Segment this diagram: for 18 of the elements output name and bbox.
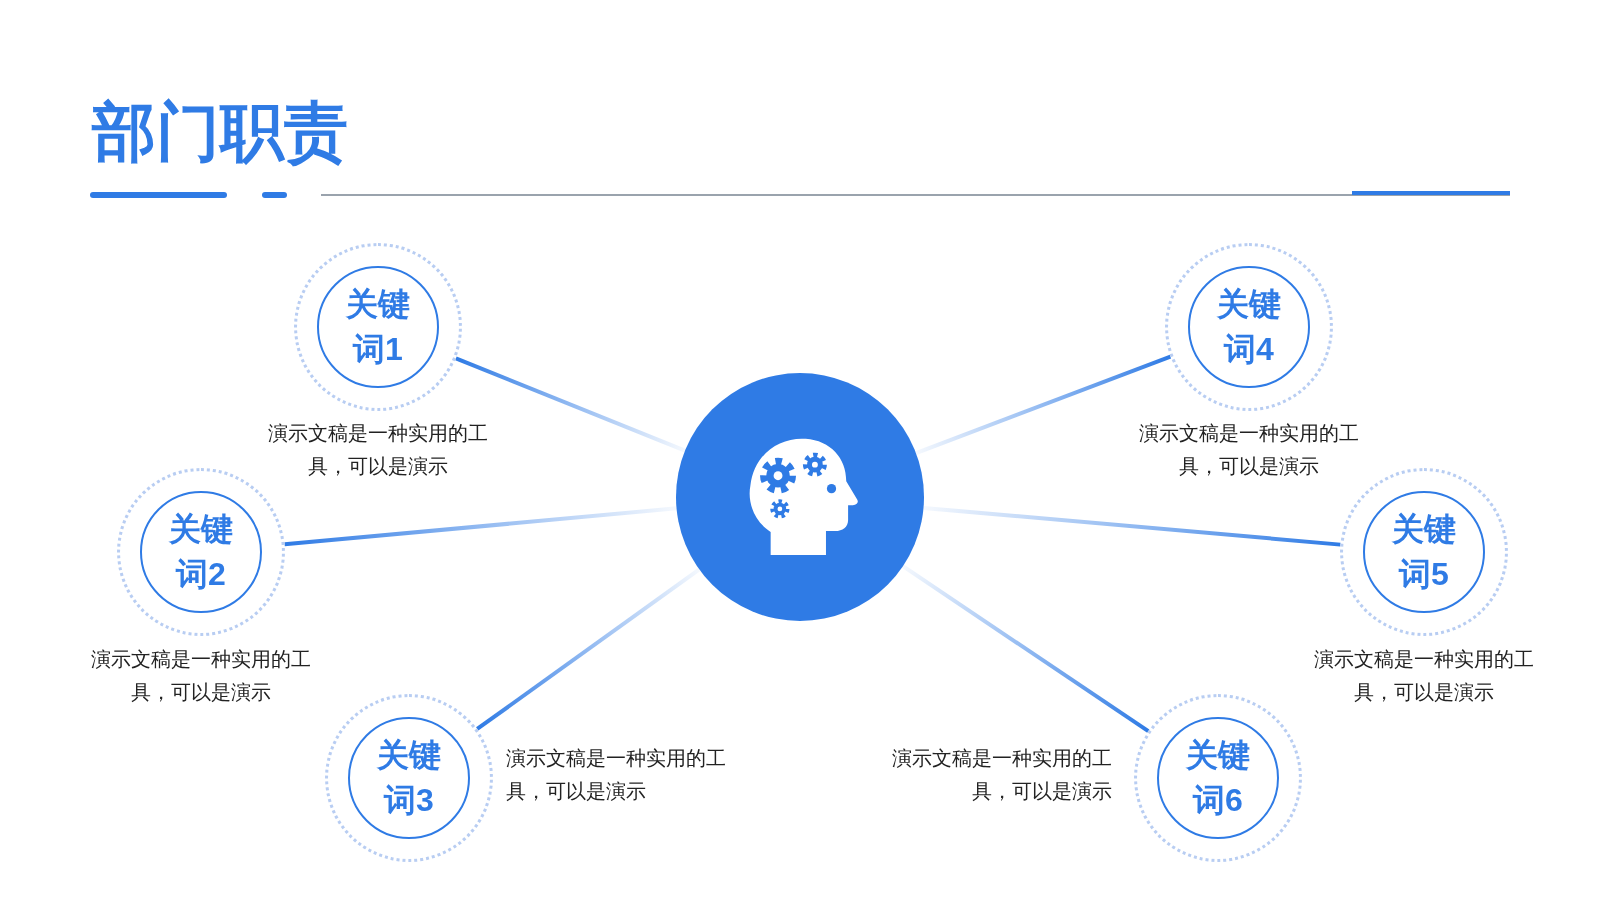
connector-line xyxy=(476,567,701,731)
dotted-ring xyxy=(1165,243,1333,411)
connector-line xyxy=(915,354,1172,455)
description-text: 演示文稿是一种实用的工具，可以是演示 xyxy=(891,746,1112,804)
connector-line xyxy=(901,564,1150,733)
dotted-ring xyxy=(1340,468,1508,636)
connector-line xyxy=(923,505,1341,547)
connector-line xyxy=(455,356,686,453)
description-text: 演示文稿是一种实用的工具，可以是演示 xyxy=(267,421,489,479)
description-text: 演示文稿是一种实用的工具，可以是演示 xyxy=(506,746,727,804)
dotted-ring xyxy=(294,243,462,411)
connector-line xyxy=(284,506,677,547)
description-text: 演示文稿是一种实用的工具，可以是演示 xyxy=(90,647,312,705)
dotted-ring xyxy=(1134,694,1302,862)
dotted-ring xyxy=(325,694,493,862)
dotted-ring xyxy=(117,468,285,636)
description-text: 演示文稿是一种实用的工具，可以是演示 xyxy=(1138,421,1360,479)
description-text: 演示文稿是一种实用的工具，可以是演示 xyxy=(1313,647,1535,705)
